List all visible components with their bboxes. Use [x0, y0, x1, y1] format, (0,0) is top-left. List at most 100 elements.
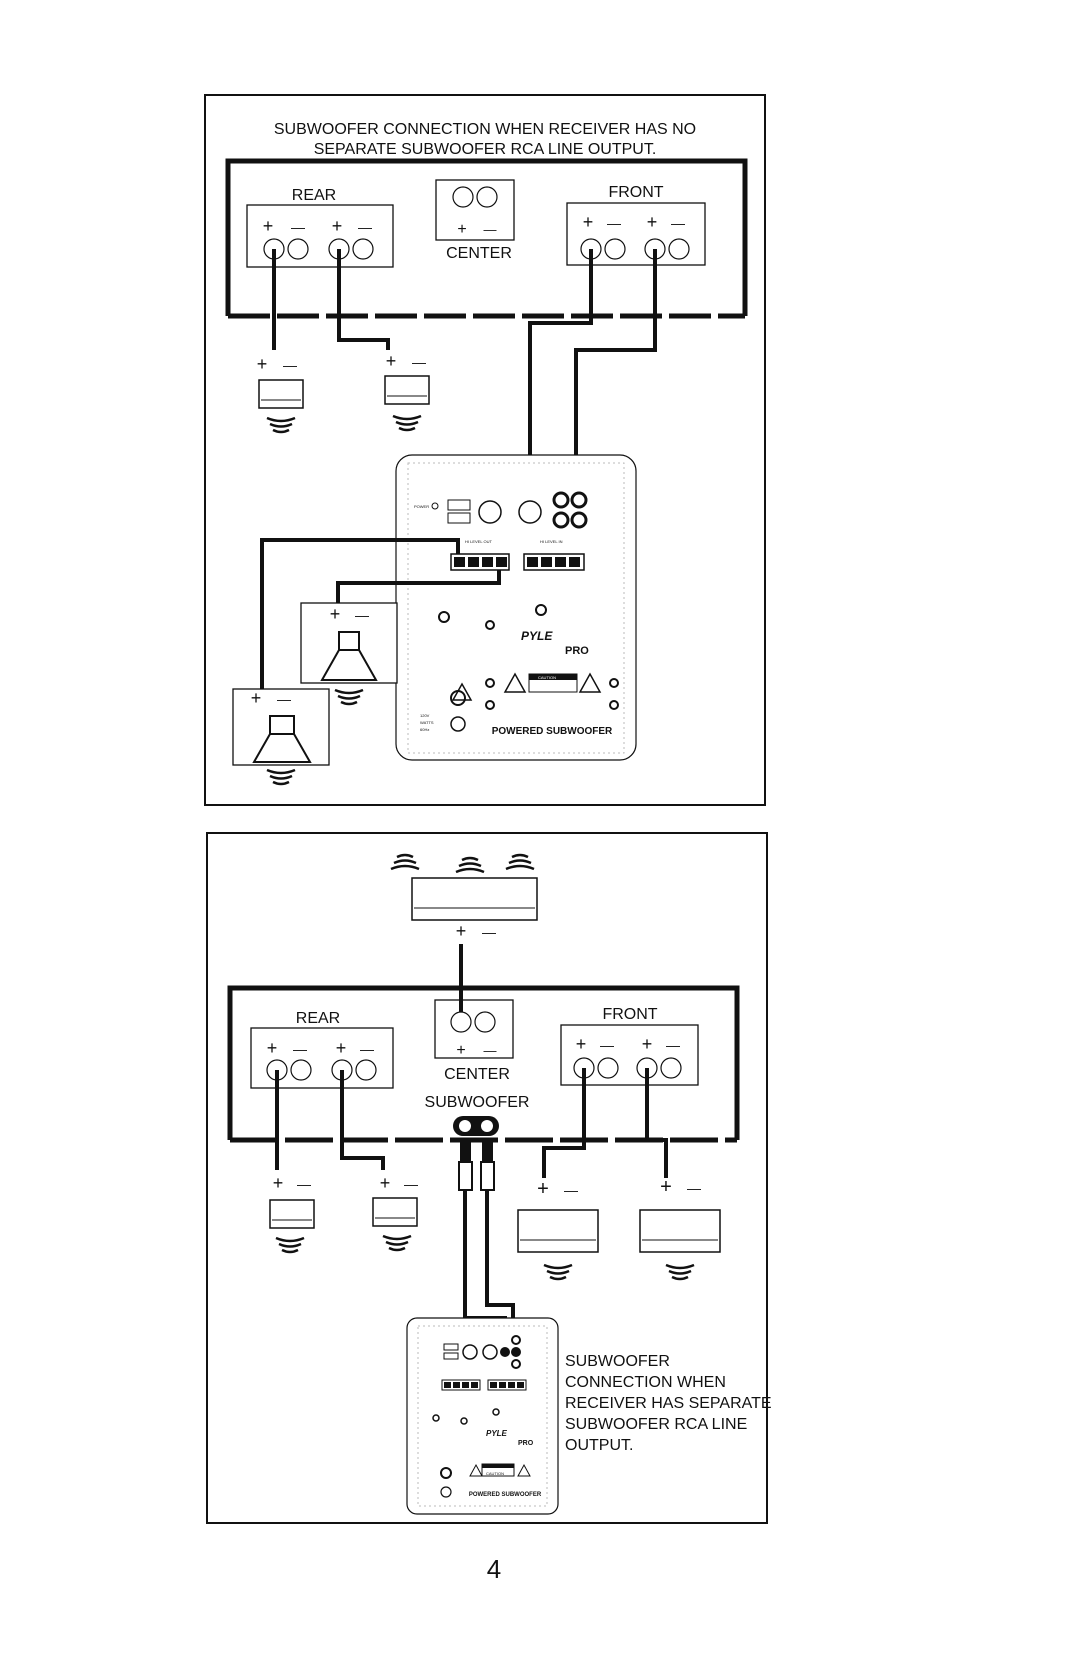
top-rl-plus: + — [257, 354, 268, 374]
bottom-diagram-panel: + — REAR + — + — + — CENTER SUBWOOFER — [206, 832, 772, 1524]
top-sub-out-wire-inner — [336, 570, 501, 620]
bottom-rl-sound-waves-icon — [274, 1236, 306, 1254]
top-center-plus: + — [457, 221, 466, 238]
top-rear-plus1: + — [263, 216, 274, 236]
top-sub-watts: WATTS — [420, 720, 434, 725]
bottom-center-speaker: + — — [389, 853, 538, 941]
bottom-front-label: FRONT — [602, 1006, 657, 1023]
bottom-front-terminal-block: FRONT + — + — — [560, 1006, 699, 1086]
bottom-rl-minus: — — [297, 1176, 311, 1192]
top-diagram-panel: SUBWOOFER CONNECTION WHEN RECEIVER HAS N… — [204, 94, 766, 806]
bottom-rear-right-wire — [340, 1070, 385, 1170]
bottom-rear-minus1: — — [293, 1041, 307, 1057]
bottom-rr-sound-waves-icon — [381, 1234, 413, 1252]
bottom-fr-sound-waves-icon — [664, 1263, 696, 1281]
bottom-center-waves-left-icon — [389, 853, 421, 871]
bottom-rear-terminal-block: REAR + — + — — [250, 1010, 394, 1089]
bottom-rear-left-speaker: + — — [269, 1173, 315, 1254]
bottom-caption-line5: OUTPUT. — [565, 1437, 633, 1454]
top-rear-plus2: + — [332, 216, 343, 236]
bottom-center-plus: + — [456, 1042, 465, 1059]
top-front-label: FRONT — [608, 184, 663, 201]
top-sub-brand: PYLE — [521, 629, 553, 643]
top-sub-level-in-label: HI LEVEL IN — [540, 539, 563, 544]
bottom-rr-minus: — — [404, 1176, 418, 1192]
bottom-front-minus2: — — [666, 1037, 680, 1053]
top-front-terminal-block: FRONT + — + — — [566, 184, 706, 266]
top-sub-freq: 60Hz — [420, 727, 429, 732]
top-rear-right-wire — [337, 249, 390, 350]
top-sub-out-wire-outer — [260, 538, 460, 690]
bottom-subwoofer-label: SUBWOOFER — [425, 1094, 530, 1111]
bottom-rr-plus: + — [380, 1173, 391, 1193]
top-caption-line2: SEPARATE SUBWOOFER RCA LINE OUTPUT. — [314, 141, 657, 158]
bottom-rear-right-speaker: + — — [372, 1173, 418, 1252]
top-rear-minus2: — — [358, 219, 372, 235]
top-rl-minus: — — [283, 357, 297, 373]
bottom-caption: SUBWOOFER CONNECTION WHEN RECEIVER HAS S… — [565, 1353, 772, 1454]
top-sub-speaker-lower: + — — [232, 688, 330, 786]
top-center-terminal-block: + — CENTER — [435, 179, 515, 262]
top-spk-up-plus: + — [330, 604, 341, 624]
top-receiver-outline — [225, 158, 748, 316]
top-rear-right-speaker: + — — [384, 351, 430, 432]
bottom-caption-line2: CONNECTION WHEN — [565, 1374, 726, 1391]
top-rl-sound-waves-icon — [265, 416, 297, 434]
top-sub-caution: CAUTION — [538, 675, 556, 680]
top-sub-series: PRO — [565, 645, 589, 657]
top-spk-lo-plus: + — [251, 688, 262, 708]
top-rear-minus1: — — [291, 219, 305, 235]
bottom-rear-label: REAR — [296, 1010, 340, 1027]
top-rr-sound-waves-icon — [391, 414, 423, 432]
bottom-receiver-outline — [227, 985, 740, 1140]
bottom-panel-frame — [206, 832, 768, 1524]
top-front-right-wire — [574, 249, 657, 497]
top-center-minus: — — [484, 222, 497, 237]
bottom-front-plus1: + — [576, 1034, 587, 1054]
top-front-minus1: — — [607, 215, 621, 231]
bottom-center-spk-plus: + — [456, 921, 467, 941]
bottom-receiver-sub-rca-jacks — [453, 1116, 499, 1191]
top-spk-lo-minus: — — [277, 691, 291, 707]
bottom-front-right-wire — [645, 1068, 668, 1178]
bottom-front-plus2: + — [642, 1034, 653, 1054]
bottom-caption-line4: SUBWOOFER RCA LINE — [565, 1416, 747, 1433]
top-front-minus2: — — [671, 215, 685, 231]
bottom-front-right-speaker: + — — [639, 1176, 721, 1281]
bottom-fr-minus: — — [687, 1180, 701, 1196]
bottom-center-waves-right-icon — [504, 853, 536, 871]
top-spk-lo-sound-waves-icon — [265, 768, 297, 786]
top-spk-up-minus: — — [355, 607, 369, 623]
top-caption-line1: SUBWOOFER CONNECTION WHEN RECEIVER HAS N… — [274, 121, 696, 138]
bottom-caption-line1: SUBWOOFER — [565, 1353, 670, 1370]
bottom-rear-plus2: + — [336, 1038, 347, 1058]
top-sub-title: POWERED SUBWOOFER — [492, 726, 613, 737]
bottom-powered-subwoofer-panel: PYLE PRO CAUTION POWERED SUBWOOFER — [406, 1317, 559, 1515]
top-sub-power-label: POWER — [414, 504, 429, 509]
page-number: 4 — [487, 1554, 501, 1584]
bottom-front-left-speaker: + — — [517, 1178, 599, 1281]
bottom-fr-plus: + — [660, 1176, 672, 1198]
top-sub-speaker-upper: + — — [300, 602, 398, 706]
top-rear-label: REAR — [292, 187, 336, 204]
top-rr-minus: — — [412, 354, 426, 370]
bottom-sub-series: PRO — [518, 1440, 534, 1447]
bottom-rl-plus: + — [273, 1173, 284, 1193]
top-powered-subwoofer-panel: POWER HI LEVEL OUT HI LEVEL IN PYLE PRO — [395, 454, 637, 761]
top-front-plus1: + — [583, 212, 594, 232]
bottom-front-left-wire — [542, 1068, 586, 1178]
top-rear-terminal-block: REAR + — + — — [246, 187, 394, 268]
bottom-front-minus1: — — [600, 1037, 614, 1053]
bottom-center-waves-mid-icon — [454, 856, 486, 874]
bottom-center-spk-minus: — — [482, 924, 496, 940]
bottom-caption-line3: RECEIVER HAS SEPARATE — [565, 1395, 772, 1412]
bottom-sub-caution: CAUTION — [486, 1471, 504, 1476]
bottom-fl-sound-waves-icon — [542, 1263, 574, 1281]
top-front-left-wire — [528, 249, 593, 497]
top-rear-left-speaker: + — — [257, 354, 304, 434]
bottom-sub-title: POWERED SUBWOOFER — [469, 1492, 542, 1498]
top-sub-voltage: 120V — [420, 713, 430, 718]
top-front-plus2: + — [647, 212, 658, 232]
bottom-rear-plus1: + — [267, 1038, 278, 1058]
bottom-rear-minus2: — — [360, 1041, 374, 1057]
